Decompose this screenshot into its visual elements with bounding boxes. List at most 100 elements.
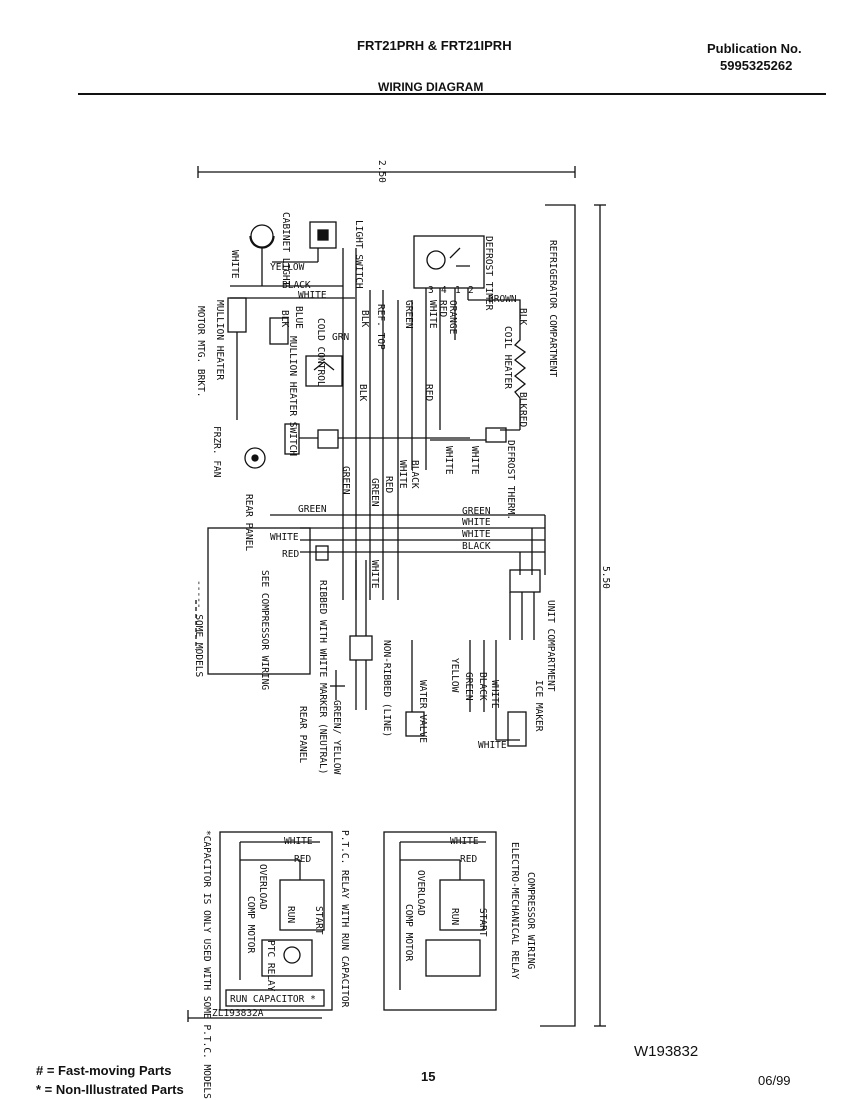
wire-grn: GRN bbox=[332, 332, 349, 343]
label-ptc-run: RUN bbox=[285, 906, 296, 923]
label-ptc-note: *CAPACITOR IS ONLY USED WITH SOME P.T.C.… bbox=[201, 830, 212, 1100]
wire-red-4: RED bbox=[383, 476, 394, 493]
model-number: FRT21PRH & FRT21IPRH bbox=[357, 38, 512, 53]
wire-white-4: WHITE bbox=[443, 446, 454, 475]
cold-control bbox=[305, 355, 343, 387]
label-rear-panel-top: REAR PANEL bbox=[243, 494, 254, 551]
label-ptc-title: P.T.C. RELAY WITH RUN CAPACITOR bbox=[339, 830, 350, 1008]
page-number: 15 bbox=[421, 1069, 436, 1084]
wire-green-5: GREEN bbox=[462, 506, 491, 517]
run-capacitor bbox=[225, 989, 325, 1007]
terminal-2: 2 bbox=[468, 285, 474, 296]
light-switch bbox=[309, 221, 337, 249]
wire-black-2: BLACK bbox=[409, 460, 420, 489]
label-fzr-fan: FRZR. FAN bbox=[211, 426, 222, 478]
mullion-heater bbox=[227, 297, 247, 333]
label-see-compressor: SEE COMPRESSOR WIRING bbox=[259, 570, 270, 690]
wire-white-11: WHITE bbox=[489, 680, 500, 709]
label-electro-mech: ELECTRO-MECHANICAL RELAY bbox=[509, 842, 520, 980]
see-compressor-wiring-box bbox=[207, 527, 311, 675]
label-ice-maker: ICE MAKER bbox=[533, 680, 544, 732]
label-dim-height: 5.50 bbox=[600, 566, 611, 589]
legend-non-illustrated: * = Non-Illustrated Parts bbox=[36, 1082, 184, 1097]
drawing-number: W193832 bbox=[634, 1043, 699, 1060]
label-ptc-relay: PTC RELAY bbox=[265, 940, 276, 992]
legend-fast-moving: # = Fast-moving Parts bbox=[36, 1063, 172, 1078]
wire-green-3: GREEN bbox=[340, 466, 351, 495]
label-compressor-wiring: COMPRESSOR WIRING bbox=[525, 872, 536, 970]
wire-red-1: RED bbox=[517, 410, 528, 427]
cabinet-light bbox=[250, 224, 274, 248]
label-ref-top: REF. TOP bbox=[375, 304, 386, 350]
wire-white-10: WHITE bbox=[369, 560, 380, 589]
terminal-1: 1 bbox=[455, 285, 461, 296]
wire-white-1: WHITE bbox=[229, 250, 240, 279]
wire-blue: BLUE bbox=[293, 306, 304, 329]
header-rule bbox=[78, 93, 826, 95]
wire-blk-5: BLK bbox=[357, 384, 368, 401]
wire-blk-1: BLK bbox=[517, 308, 528, 325]
electro-mechanical-relay-box bbox=[383, 831, 497, 1011]
label-ptc-overload: OVERLOAD bbox=[257, 864, 268, 910]
power-cord-connector bbox=[349, 635, 373, 661]
label-cold-control: COLD CONTROL bbox=[315, 318, 326, 387]
wire-brown: BROWN bbox=[488, 294, 517, 305]
wire-yellow-2: YELLOW bbox=[449, 658, 460, 693]
fan-connector bbox=[284, 423, 300, 455]
water-valve bbox=[405, 711, 425, 737]
wire-green-1: GREEN bbox=[403, 300, 414, 329]
label-dim-width: 2.50 bbox=[376, 160, 387, 183]
label-some-models: ----- SOME MODELS bbox=[193, 580, 204, 678]
label-green-yellow: GREEN/ YELLOW bbox=[331, 700, 342, 775]
label-em-white: WHITE bbox=[450, 836, 479, 847]
label-defrost-timer: DEFROST TIMER bbox=[483, 236, 494, 311]
wire-white-7: WHITE bbox=[462, 517, 491, 528]
wire-blk-3: BLK bbox=[279, 310, 290, 327]
label-cabinet-light: CABINET LIGHT bbox=[280, 212, 291, 287]
label-unit-compartment: UNIT COMPARTMENT bbox=[545, 600, 556, 692]
label-em-red: RED bbox=[460, 854, 477, 865]
publication-number: 5995325262 bbox=[720, 58, 793, 73]
page-title: WIRING DIAGRAM bbox=[378, 80, 484, 94]
label-defrost-therm: DEFROST THERM. bbox=[505, 440, 516, 520]
refrigerator-compartment-border bbox=[545, 204, 576, 560]
unit-connector bbox=[509, 569, 541, 593]
wire-black-4: BLACK bbox=[477, 672, 488, 701]
wire-white-9: WHITE bbox=[270, 532, 299, 543]
ptc-relay-box bbox=[219, 831, 333, 1011]
label-ribbed: RIBBED WITH WHITE MARKER (NEUTRAL) bbox=[317, 580, 328, 774]
label-em-start: START bbox=[477, 908, 488, 937]
terminal-4: 4 bbox=[441, 285, 447, 296]
label-non-ribbed: NON-RIBBED (LINE) bbox=[381, 640, 392, 737]
freezer-fan bbox=[244, 447, 266, 469]
wire-red-5: RED bbox=[282, 549, 299, 560]
wire-white-5: WHITE bbox=[469, 446, 480, 475]
label-em-run: RUN bbox=[449, 908, 460, 925]
wire-white-6: WHITE bbox=[397, 460, 408, 489]
wire-green-4: GREEN bbox=[298, 504, 327, 515]
label-em-comp-motor: COMP MOTOR bbox=[403, 904, 414, 961]
wire-white-12: WHITE bbox=[478, 740, 507, 751]
revision-date: 06/99 bbox=[758, 1073, 791, 1088]
wire-red-2: RED bbox=[437, 300, 448, 317]
wire-white-8: WHITE bbox=[462, 529, 491, 540]
label-coil-heater: COIL HEATER bbox=[502, 326, 513, 389]
label-water-valve: WATER VALVE bbox=[417, 680, 428, 743]
label-light-switch: LIGHT SWITCH bbox=[353, 220, 364, 289]
wire-red-3: RED bbox=[423, 384, 434, 401]
label-ptc-red: RED bbox=[294, 854, 311, 865]
label-rear-panel-bottom: REAR PANEL bbox=[297, 706, 308, 763]
wire-black-1: BLACK bbox=[282, 280, 311, 291]
label-run-capacitor: RUN CAPACITOR * bbox=[230, 994, 316, 1005]
terminal-3: 3 bbox=[428, 285, 434, 296]
label-refrigerator-compartment: REFRIGERATOR COMPARTMENT bbox=[547, 240, 558, 378]
defrost-thermostat bbox=[485, 427, 507, 443]
label-mullion-heater-switch: MULLION HEATER SWITCH bbox=[287, 336, 298, 456]
label-em-overload: OVERLOAD bbox=[415, 870, 426, 916]
wire-yellow-1: YELLOW bbox=[270, 262, 305, 273]
label-ref-code: ZL193832A bbox=[212, 1008, 264, 1019]
wire-blk-4: BLK bbox=[359, 310, 370, 327]
label-ptc-white: WHITE bbox=[284, 836, 313, 847]
publication-label: Publication No. bbox=[707, 41, 802, 56]
